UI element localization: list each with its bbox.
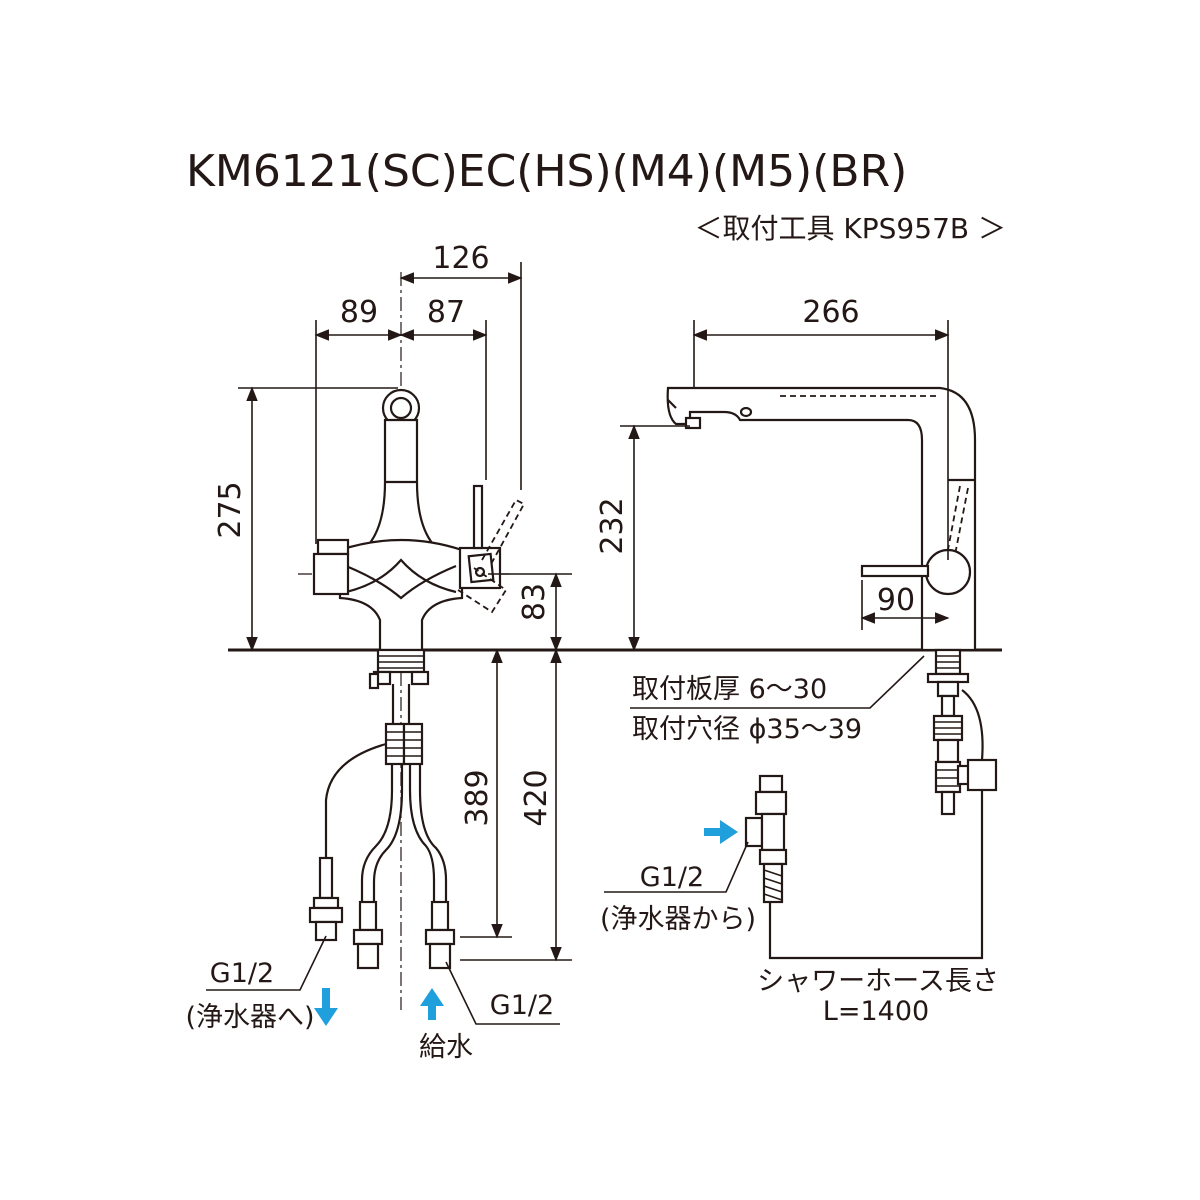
side-view xyxy=(666,386,998,960)
purifier-inlet-note: (浄水器から) xyxy=(600,904,756,935)
dim-420: 420 xyxy=(519,769,554,826)
dim-90: 90 xyxy=(877,583,915,618)
purifier-inlet-size: G1/2 xyxy=(640,862,704,893)
dim-266: 266 xyxy=(802,295,859,330)
leader-left-outlet xyxy=(206,935,327,991)
dim-389: 389 xyxy=(460,769,495,826)
mounting-plate-thickness: 取付板厚 6～30 xyxy=(632,674,827,705)
dim-275: 275 xyxy=(213,481,248,538)
leader-purifier-inlet xyxy=(604,841,749,893)
supply-size: G1/2 xyxy=(490,990,554,1021)
leader-supply xyxy=(445,961,560,1025)
dim-83: 83 xyxy=(517,583,552,621)
left-outlet-note: (浄水器へ) xyxy=(185,1002,314,1033)
outflow-down-arrow-icon xyxy=(314,988,338,1026)
dim-87: 87 xyxy=(427,295,465,330)
model-title: KM6121(SC)EC(HS)(M4)(M5)(BR) xyxy=(186,146,907,197)
left-outlet-size: G1/2 xyxy=(210,958,274,989)
shower-hose-length: L=1400 xyxy=(823,996,929,1027)
tool-note: ＜取付工具 KPS957B ＞ xyxy=(695,212,1006,245)
shower-hose-label: シャワーホース長さ xyxy=(757,966,999,997)
dim-126: 126 xyxy=(432,241,489,276)
dimension-lines-side xyxy=(620,320,950,709)
dimension-lines-front xyxy=(238,262,572,962)
mounting-hole-diameter: 取付穴径 ϕ35～39 xyxy=(632,714,862,745)
supply-label: 給水 xyxy=(419,1032,473,1063)
inflow-up-arrow-icon xyxy=(420,988,444,1020)
inflow-right-arrow-icon xyxy=(704,820,738,844)
front-view xyxy=(298,272,526,1010)
dim-232: 232 xyxy=(595,497,630,554)
dim-89: 89 xyxy=(340,295,378,330)
